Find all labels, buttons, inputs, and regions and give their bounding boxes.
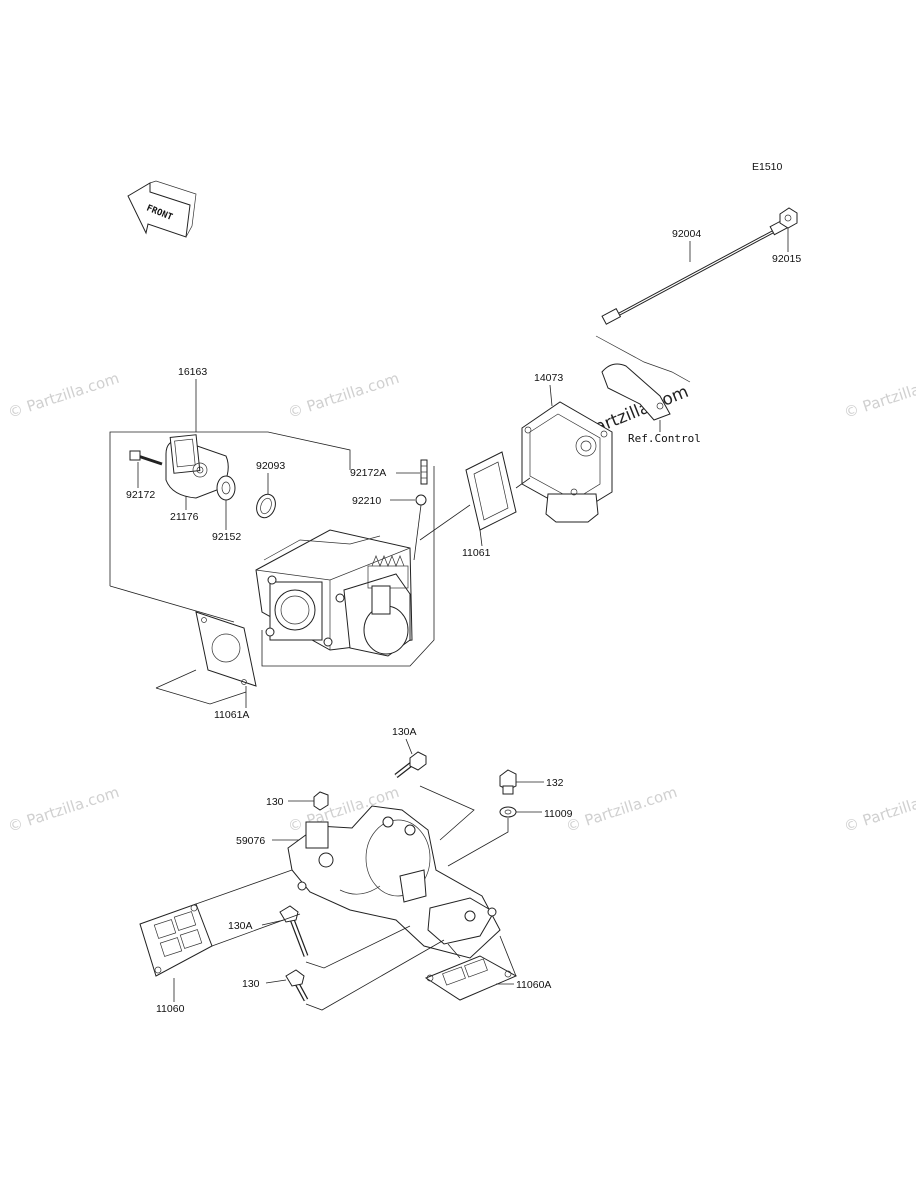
label-130-top: 130 [266,796,284,808]
front-arrow-icon: FRONT [127,180,197,238]
nut-92210 [415,494,427,506]
nut-92015 [779,207,798,229]
label-92172a: 92172A [350,467,386,479]
watermark: © Partzilla.com [286,369,402,422]
screw-92172 [129,450,163,466]
ref-control-label: Ref.Control [628,432,701,445]
watermark: © Partzilla.com [6,369,122,422]
label-59076: 59076 [236,835,265,847]
diagram-code: E1510 [752,161,783,173]
spring-92152 [216,475,236,501]
bolt-130-top [313,791,329,811]
gasket-11061 [465,451,517,531]
label-92210: 92210 [352,495,381,507]
watermark: © Partzilla.com [842,783,916,836]
gasket-11060 [139,903,213,977]
watermark: © Partzilla.com [6,783,122,836]
bolt-130a-top [394,751,427,778]
label-92172: 92172 [126,489,155,501]
label-11009: 11009 [544,808,573,820]
label-11061: 11061 [462,547,491,559]
sensor-21176 [165,434,229,499]
label-130-bot: 130 [242,978,260,990]
label-130a-mid: 130A [228,920,253,932]
gasket-11061a [195,611,257,687]
label-92015: 92015 [772,253,801,265]
group-bracket-16163 [109,431,351,586]
fitting-132 [499,769,517,795]
gasket-11060a [424,955,518,1001]
throttle-body [255,529,413,657]
bolt-130-bot [285,969,309,1002]
label-16163: 16163 [178,366,207,378]
label-132: 132 [546,777,564,789]
oring-92093 [256,493,276,519]
control-bracket [595,335,691,421]
screw-92172a [420,459,428,485]
label-92093: 92093 [256,460,285,472]
label-11061a: 11061A [214,709,249,721]
housing-14073 [521,401,613,523]
intake-manifold [287,805,501,959]
label-11060: 11060 [156,1003,185,1015]
label-92004: 92004 [672,228,701,240]
watermark: © Partzilla.com [842,369,916,422]
bolt-130a-mid [279,905,309,957]
label-130a-top: 130A [392,726,417,738]
watermark: © Partzilla.com [564,783,680,836]
watermark-layer: © Partzilla.com © Partzilla.com © Partzi… [6,369,916,836]
label-92152: 92152 [212,531,241,543]
label-14073: 14073 [534,372,563,384]
washer-11009 [499,806,517,818]
label-21176: 21176 [170,511,199,523]
label-11060a: 11060A [516,979,551,991]
